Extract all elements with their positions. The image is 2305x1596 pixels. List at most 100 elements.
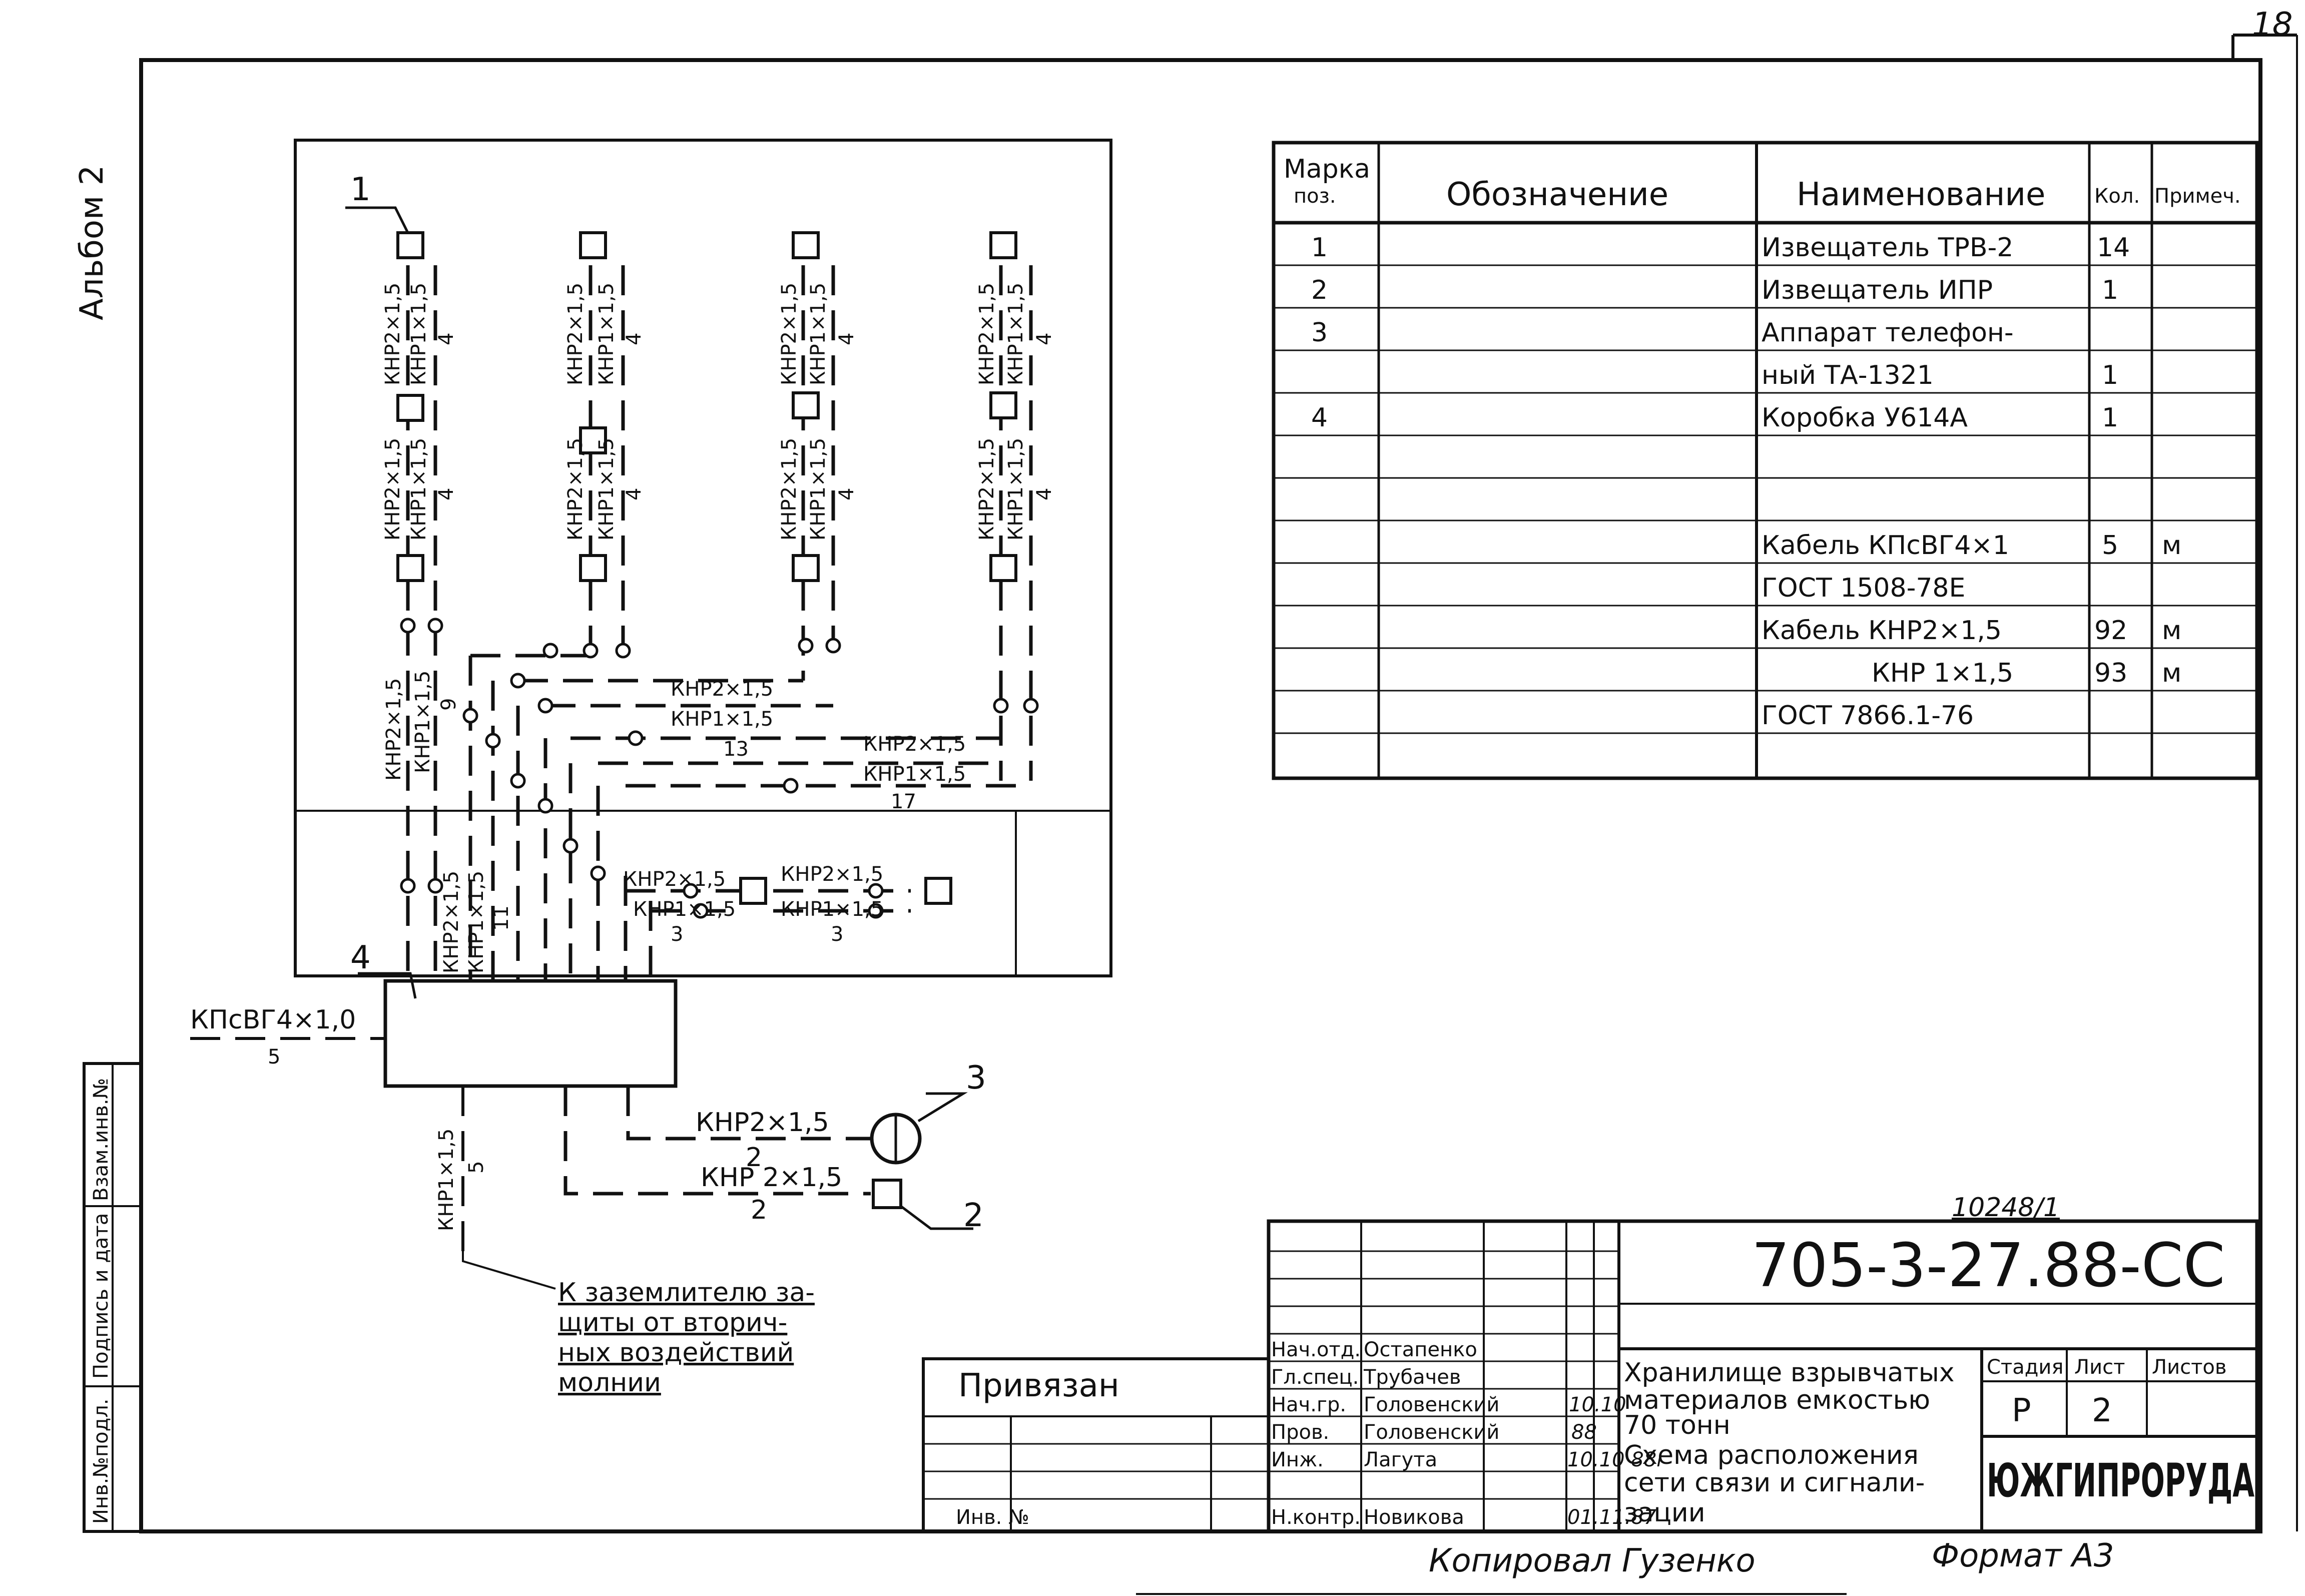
ground-note-line: щиты от вторич- — [558, 1308, 787, 1338]
detectors — [396, 231, 1017, 905]
project-title-line: 70 тонн — [1624, 1410, 1731, 1440]
trunk-label: КНР1×1,5 — [465, 871, 488, 973]
left-strip: Взам.инв.№ Подпись и дата Инв.№подл. — [83, 1062, 143, 1533]
riser-label: КНР2×1,5 — [975, 283, 998, 385]
strip-original: Инв.№подл. — [90, 1398, 113, 1524]
run-label: КНР1×1,5 — [863, 763, 966, 786]
riser-label: КНР2×1,5 — [381, 283, 404, 385]
copied-by: Копировал Гузенко — [1429, 1542, 1756, 1579]
person-name: Лагута — [1364, 1448, 1437, 1471]
row-qty: 1 — [2102, 275, 2118, 305]
person-name: Головенский — [1364, 1421, 1499, 1444]
header-qty: Кол. — [2094, 185, 2140, 208]
sheet-title-line: Схема расположения — [1624, 1440, 1919, 1470]
tied-label: Привязан — [958, 1367, 1119, 1404]
row-note: м — [2162, 616, 2181, 646]
sign-date: 10.10 88г — [1567, 1448, 1667, 1471]
row-qty: 5 — [2102, 530, 2118, 561]
marker-3: 3 — [966, 1059, 986, 1097]
riser-count: 4 — [623, 333, 646, 345]
row-name: Коробка У614А — [1762, 403, 1968, 433]
riser-count: 4 — [1033, 333, 1056, 345]
trunk-label: КНР1×1,5 — [411, 671, 434, 773]
row-mark: 3 — [1311, 318, 1328, 348]
marker-1: 1 — [350, 171, 371, 208]
run-label: КНР2×1,5 — [863, 733, 966, 756]
album-label: Альбом 2 — [74, 165, 111, 320]
input-cable-count: 5 — [268, 1045, 280, 1069]
riser-label: КНР1×1,5 — [595, 438, 618, 541]
row-name: КНР 1×1,5 — [1872, 658, 2013, 688]
header-mark-1: Марка — [1284, 154, 1370, 184]
row-qty: 92 — [2094, 616, 2127, 646]
riser-label: КНР1×1,5 — [595, 283, 618, 385]
trunk-label: КНР2×1,5 — [440, 871, 463, 973]
sheet-format: Формат А3 — [1932, 1537, 2114, 1574]
ground-note-line: К заземлителю за- — [558, 1278, 815, 1308]
schematic — [190, 139, 1112, 1290]
run-label: КНР1×1,5 — [671, 708, 773, 731]
role: Гл.спец. — [1271, 1366, 1359, 1389]
riser-label: КНР1×1,5 — [807, 283, 830, 385]
person-name: Трубачев — [1363, 1366, 1461, 1389]
sheet-title-line: зации — [1624, 1498, 1705, 1528]
riser-label: КНР1×1,5 — [807, 438, 830, 541]
trunk-count: 9 — [437, 698, 460, 711]
riser-count: 4 — [835, 488, 858, 500]
role: Пров. — [1271, 1421, 1329, 1444]
riser-label: КНР2×1,5 — [778, 438, 801, 541]
run-count: 17 — [891, 790, 916, 813]
manual-cable-label: КНР 2×1,5 — [701, 1163, 842, 1193]
spec-table: Марка поз. Обозначение Наименование Кол.… — [1272, 141, 2259, 780]
sheet-title-line: сети связи и сигнали- — [1624, 1468, 1925, 1498]
person-name: Новикова — [1364, 1506, 1464, 1529]
sign-date: 01.11.87 — [1567, 1506, 1657, 1529]
role: Инж. — [1271, 1448, 1324, 1471]
stage-value: Р — [2012, 1392, 2031, 1429]
row-name: Аппарат телефон- — [1762, 318, 2014, 348]
riser-count: 4 — [435, 333, 458, 345]
row-mark: 4 — [1311, 403, 1328, 433]
row-name: ГОСТ 1508-78Е — [1762, 573, 1965, 603]
title-block-text: 10248/1 705-3-27.88-СС Нач.отд. Гл.спец.… — [956, 1193, 2254, 1529]
riser-label: КНР1×1,5 — [407, 283, 430, 385]
project-title-line: Хранилище взрывчатых — [1624, 1358, 1955, 1388]
row-name: ный ТА-1321 — [1762, 360, 1934, 390]
row-name: ГОСТ 7866.1-76 — [1762, 701, 1974, 731]
row-name: Кабель КНР2×1,5 — [1762, 616, 2002, 646]
phone-cable-label: КНР2×1,5 — [696, 1108, 829, 1138]
header-note: Примеч. — [2154, 185, 2241, 208]
trunk-count: 11 — [490, 905, 513, 931]
riser-label: КНР2×1,5 — [975, 438, 998, 541]
riser-count: 4 — [1033, 488, 1056, 500]
lower-b-label: КНР1×1,5 — [781, 898, 883, 921]
doc-number: 10248/1 — [1952, 1193, 2060, 1223]
riser-lines — [406, 265, 1033, 981]
row-qty: 1 — [2102, 403, 2118, 433]
row-name: Кабель КПсВГ4×1 — [1762, 530, 2009, 561]
row-qty: 93 — [2094, 658, 2127, 688]
marker-4: 4 — [350, 939, 371, 976]
riser-label: КНР2×1,5 — [381, 438, 404, 541]
lower-a-count: 3 — [671, 923, 683, 946]
riser-label: КНР1×1,5 — [407, 438, 430, 541]
drawing-code: 705-3-27.88-СС — [1752, 1231, 2225, 1301]
phone-cable-count: 2 — [746, 1143, 762, 1173]
row-mark: 1 — [1311, 233, 1328, 263]
org-name: ЮЖГИПРОРУДА — [1987, 1454, 2254, 1507]
ground-note-line: ных воздействий — [558, 1338, 794, 1368]
ground-cable-label: КНР1×1,5 — [435, 1129, 458, 1231]
title-block — [922, 1219, 2259, 1533]
header-designation: Обозначение — [1446, 176, 1668, 213]
connection-dots — [400, 618, 1039, 919]
project-title-line: материалов емкостью — [1624, 1385, 1930, 1415]
lower-b-count: 3 — [831, 923, 843, 946]
person-name: Головенский — [1364, 1393, 1499, 1416]
riser-count: 4 — [623, 488, 646, 500]
row-qty: 14 — [2097, 233, 2130, 263]
riser-label: КНР1×1,5 — [1004, 438, 1027, 541]
run-label: КНР2×1,5 — [671, 678, 773, 701]
sheets-label: Листов — [2152, 1356, 2226, 1379]
riser-count: 4 — [835, 333, 858, 345]
role: Нач.отд. — [1271, 1338, 1361, 1361]
